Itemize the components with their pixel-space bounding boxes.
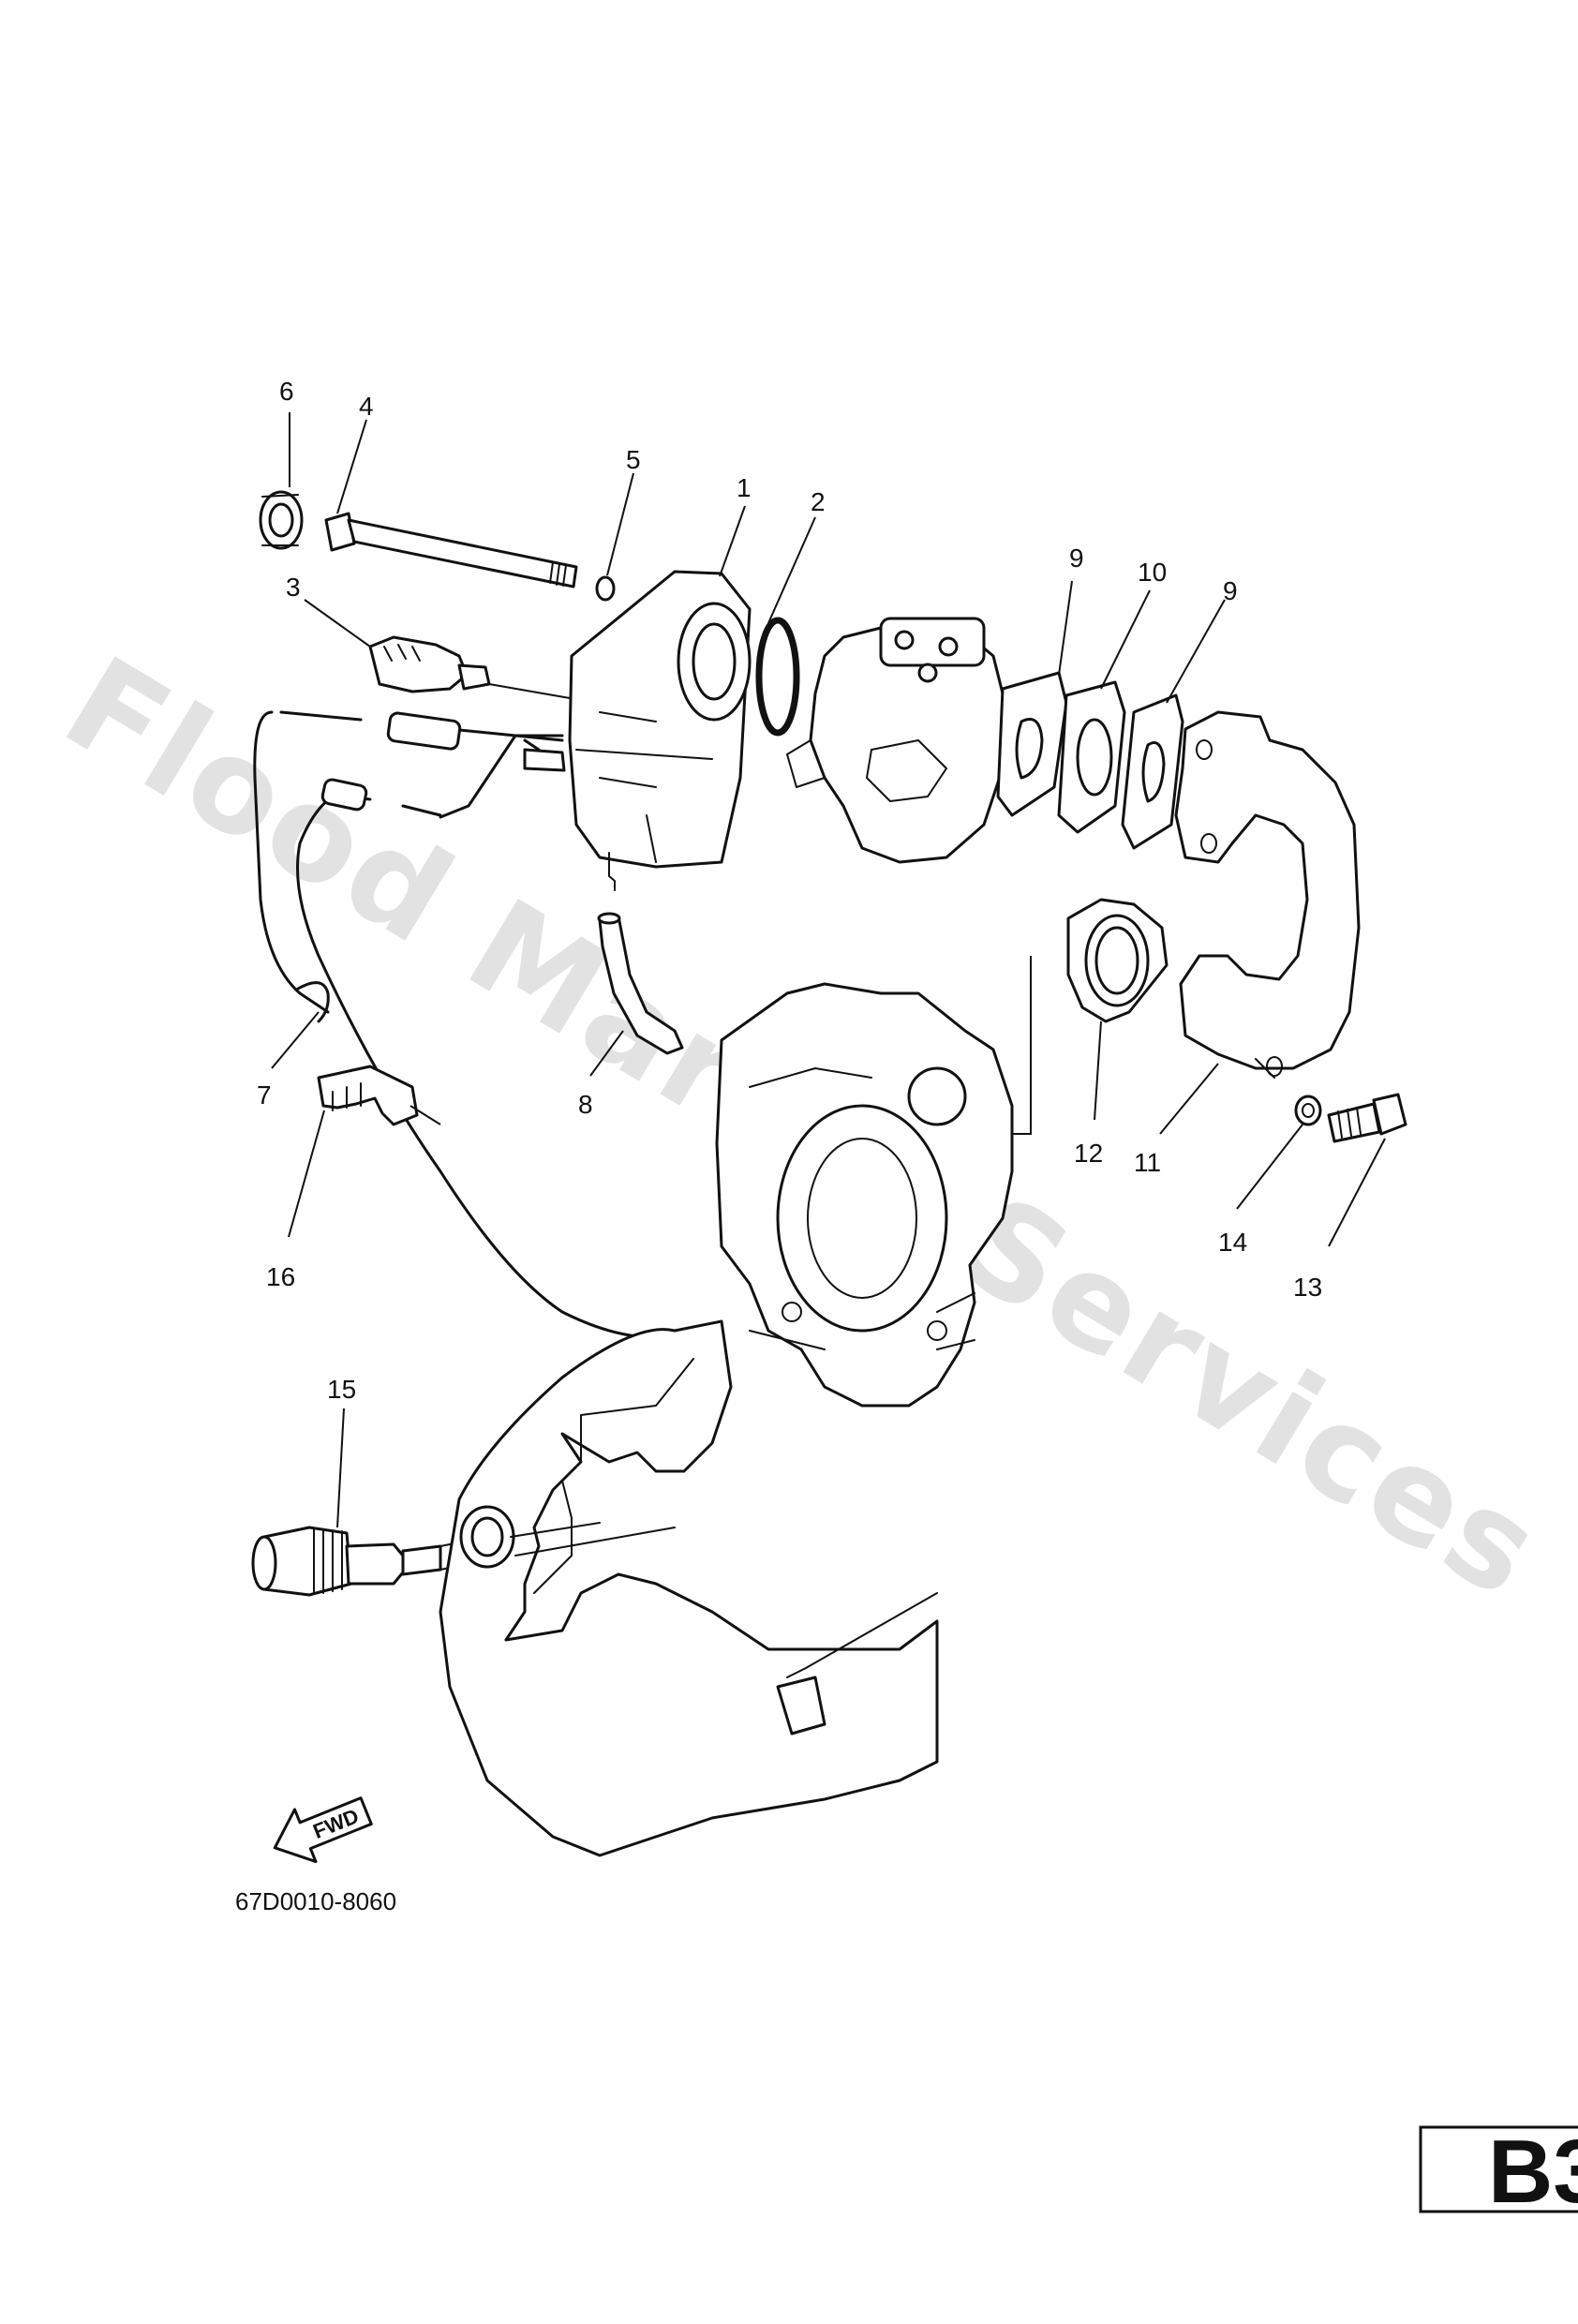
gasket-part (996, 671, 1068, 817)
callout-10: 10 (1138, 558, 1167, 587)
callout-9b: 9 (1223, 576, 1238, 605)
page-badge-box (1419, 2125, 1578, 2213)
gasket-part (1121, 693, 1184, 850)
fuel-pump-housing-part (568, 570, 752, 891)
washer-part (595, 575, 616, 602)
intake-manifold-part (1174, 710, 1361, 1079)
washer-part (1294, 1095, 1322, 1126)
diagram-code: 67D0010-8060 (235, 1887, 396, 1915)
callout-1: 1 (737, 473, 752, 502)
primer-valve-part (251, 1526, 488, 1597)
callout-4: 4 (359, 392, 374, 421)
leader-lines (271, 412, 1386, 1528)
callout-8: 8 (578, 1090, 593, 1119)
carburetor-part (786, 617, 1009, 864)
o-ring-part (755, 617, 800, 737)
callout-16: 16 (266, 1262, 295, 1291)
page-badge: B3 (1488, 2122, 1578, 2222)
callout-13: 13 (1293, 1273, 1322, 1302)
callout-7: 7 (257, 1080, 272, 1110)
callout-6: 6 (279, 377, 294, 406)
forward-arrow-icon: FWD (273, 1796, 373, 1864)
long-bolt-part (324, 512, 578, 588)
callout-14: 14 (1218, 1228, 1247, 1257)
manifold-gasket-part (1066, 898, 1169, 1023)
hose-clamp-part (368, 635, 571, 699)
alignment-line (1012, 956, 1032, 1135)
callout-2: 2 (811, 487, 826, 516)
grommet-part (259, 490, 304, 550)
callout-11: 11 (1134, 1148, 1161, 1177)
callout-3: 3 (286, 573, 301, 602)
hose-clip-part (317, 1065, 441, 1126)
engine-block-part (715, 982, 1014, 1408)
bolt-part (1327, 1093, 1407, 1143)
lower-housing-part (439, 1319, 939, 1857)
spacer-part (1057, 680, 1126, 834)
callout-12: 12 (1074, 1139, 1103, 1168)
fuel-hose-part (597, 912, 684, 1055)
callout-9a: 9 (1069, 544, 1084, 573)
callout-15: 15 (327, 1375, 356, 1404)
callout-5: 5 (626, 445, 641, 474)
